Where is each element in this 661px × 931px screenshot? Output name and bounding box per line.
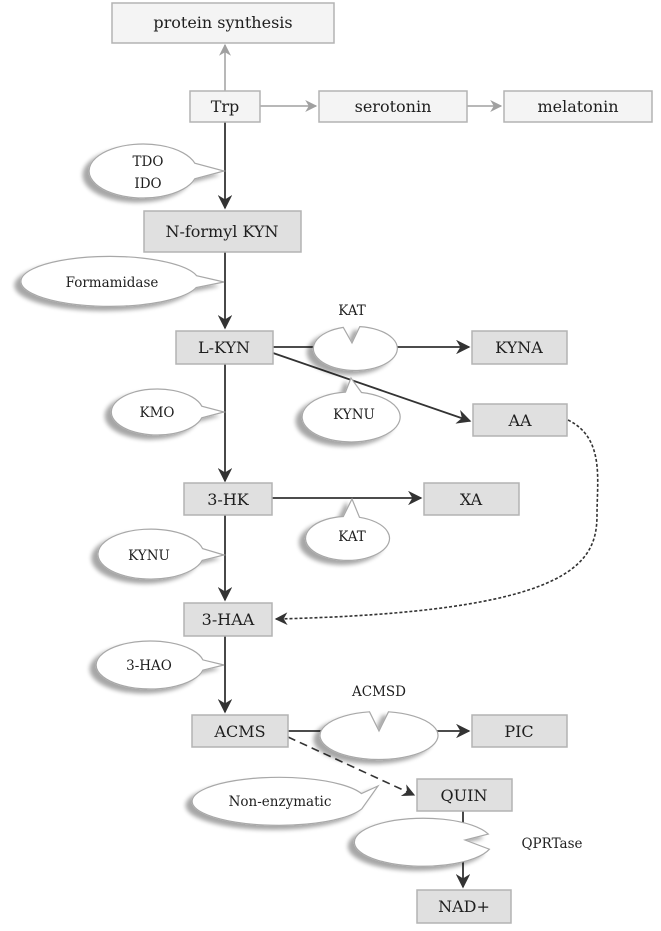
node-xa: XA <box>423 482 520 516</box>
node-trp: Trp <box>189 90 261 123</box>
node-n-formyl-kyn-label: N-formyl KYN <box>165 222 278 241</box>
node-acms: ACMS <box>191 714 289 748</box>
node-l-kyn: L-KYN <box>175 330 274 365</box>
enzyme-callout-kat-kyna <box>312 325 398 372</box>
node-aa-label: AA <box>507 411 532 430</box>
enzyme-callout-3-hao <box>95 640 225 690</box>
enzyme-callouts: TDO IDO Formamidase KAT KMO KYNU KAT KYN… <box>20 143 583 867</box>
node-kyna: KYNA <box>471 330 568 365</box>
node-quin-label: QUIN <box>441 786 488 805</box>
enzyme-callout-qprtase <box>353 817 491 867</box>
enzyme-ido-label: IDO <box>134 176 161 192</box>
enzyme-callout-kat-xa <box>305 497 391 561</box>
enzyme-kmo-label: KMO <box>140 405 175 421</box>
node-serotonin: serotonin <box>318 90 468 123</box>
enzyme-kat-kyna-label: KAT <box>338 303 366 319</box>
node-nad: NAD+ <box>416 889 512 924</box>
node-serotonin-label: serotonin <box>355 97 432 116</box>
enzyme-tdo-label: TDO <box>133 154 164 170</box>
node-protein-synthesis-label: protein synthesis <box>153 13 292 32</box>
enzyme-callout-kmo <box>110 388 227 436</box>
node-melatonin: melatonin <box>503 90 653 123</box>
metabolite-nodes: protein synthesis Trp serotonin melatoni… <box>111 2 653 924</box>
node-protein-synthesis: protein synthesis <box>111 2 335 44</box>
enzyme-callout-tdo-ido <box>88 143 227 199</box>
enzyme-callout-kynu-aa <box>301 376 401 443</box>
node-kyna-label: KYNA <box>495 338 543 357</box>
node-nad-label: NAD+ <box>438 897 490 916</box>
edge-aa-3-haa <box>274 419 599 626</box>
node-3-haa: 3-HAA <box>183 602 273 637</box>
node-3-hk: 3-HK <box>183 482 273 516</box>
enzyme-callout-acmsd <box>319 711 439 761</box>
edge-l-kyn-aa <box>272 352 472 424</box>
node-pic-label: PIC <box>504 722 533 741</box>
node-l-kyn-label: L-KYN <box>198 338 250 357</box>
enzyme-3-hao-label: 3-HAO <box>126 658 172 674</box>
enzyme-formamidase-label: Formamidase <box>66 275 159 291</box>
node-acms-label: ACMS <box>213 722 265 741</box>
edge-acms-quin <box>287 736 416 796</box>
enzyme-callout-non-enzymatic <box>191 776 380 826</box>
enzyme-kat-xa-label: KAT <box>338 529 366 545</box>
enzyme-non-enzymatic-label: Non-enzymatic <box>229 794 332 810</box>
enzyme-callout-formamidase <box>20 255 225 307</box>
enzyme-qprtase-label: QPRTase <box>521 836 582 852</box>
node-n-formyl-kyn: N-formyl KYN <box>143 210 302 253</box>
enzyme-kynu-3haa-label: KYNU <box>128 548 170 564</box>
node-aa: AA <box>472 403 568 437</box>
node-3-haa-label: 3-HAA <box>202 610 255 629</box>
node-melatonin-label: melatonin <box>537 97 618 116</box>
edges <box>217 43 599 889</box>
node-quin: QUIN <box>416 778 513 812</box>
node-trp-label: Trp <box>211 97 240 116</box>
node-3-hk-label: 3-HK <box>207 490 250 509</box>
enzyme-callout-kynu-3haa <box>97 528 227 580</box>
enzyme-acmsd-label: ACMSD <box>351 684 406 700</box>
node-pic: PIC <box>471 714 568 748</box>
node-xa-label: XA <box>460 490 483 509</box>
enzyme-kynu-aa-label: KYNU <box>333 407 375 423</box>
